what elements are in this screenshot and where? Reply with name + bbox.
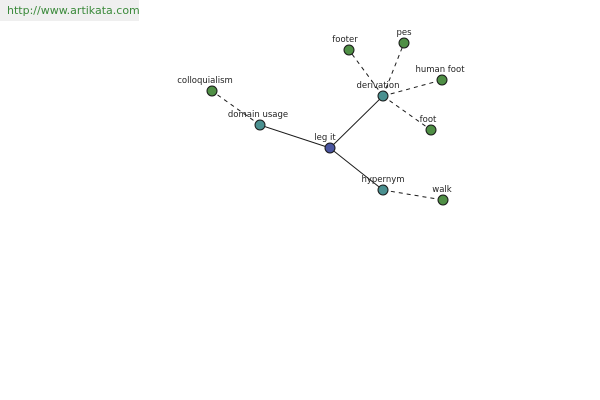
node-label-walk: walk: [432, 185, 452, 195]
node-derivation[interactable]: derivation: [356, 81, 400, 102]
node-pes[interactable]: pes: [396, 28, 412, 49]
node-label-footer: footer: [332, 35, 358, 45]
edge-legit-derivation: [329, 95, 384, 149]
node-circle-domain_usage[interactable]: [254, 119, 266, 131]
edge-derivation-footer: [348, 49, 384, 97]
site-url-link[interactable]: http://www.artikata.com: [0, 0, 140, 21]
edges-layer: [211, 42, 444, 201]
nodes-layer: leg it domain usage derivation hypernym coll…: [177, 28, 465, 206]
node-label-foot: foot: [420, 115, 437, 125]
edge-derivation-human_foot: [382, 79, 443, 97]
node-circle-foot[interactable]: [425, 124, 437, 136]
node-label-legit: leg it: [314, 133, 336, 143]
node-circle-pes[interactable]: [398, 37, 410, 49]
node-circle-derivation[interactable]: [377, 90, 389, 102]
node-label-derivation: derivation: [356, 81, 399, 91]
node-footer[interactable]: footer: [332, 35, 358, 56]
node-label-pes: pes: [396, 28, 412, 38]
node-walk[interactable]: walk: [432, 185, 452, 206]
edge-derivation-foot: [382, 95, 432, 131]
node-circle-walk[interactable]: [437, 194, 449, 206]
edge-derivation-pes: [382, 42, 405, 97]
node-legit[interactable]: leg it: [314, 133, 336, 154]
node-domain_usage[interactable]: domain usage: [228, 110, 288, 131]
node-circle-legit[interactable]: [324, 142, 336, 154]
edge-legit-domain_usage: [259, 124, 331, 149]
node-circle-colloquialism[interactable]: [206, 85, 218, 97]
node-label-human_foot: human foot: [415, 65, 465, 75]
node-circle-human_foot[interactable]: [436, 74, 448, 86]
node-colloquialism[interactable]: colloquialism: [177, 76, 233, 97]
node-circle-footer[interactable]: [343, 44, 355, 56]
node-circle-hypernym[interactable]: [377, 184, 389, 196]
node-hypernym[interactable]: hypernym: [361, 175, 405, 196]
node-foot[interactable]: foot: [420, 115, 437, 136]
edge-domain_usage-colloquialism: [211, 90, 261, 126]
edge-hypernym-walk: [382, 189, 444, 201]
node-label-domain_usage: domain usage: [228, 110, 288, 120]
node-label-hypernym: hypernym: [361, 175, 404, 185]
node-human_foot[interactable]: human foot: [415, 65, 465, 86]
edge-legit-hypernym: [329, 147, 384, 191]
node-label-colloquialism: colloquialism: [177, 76, 233, 86]
